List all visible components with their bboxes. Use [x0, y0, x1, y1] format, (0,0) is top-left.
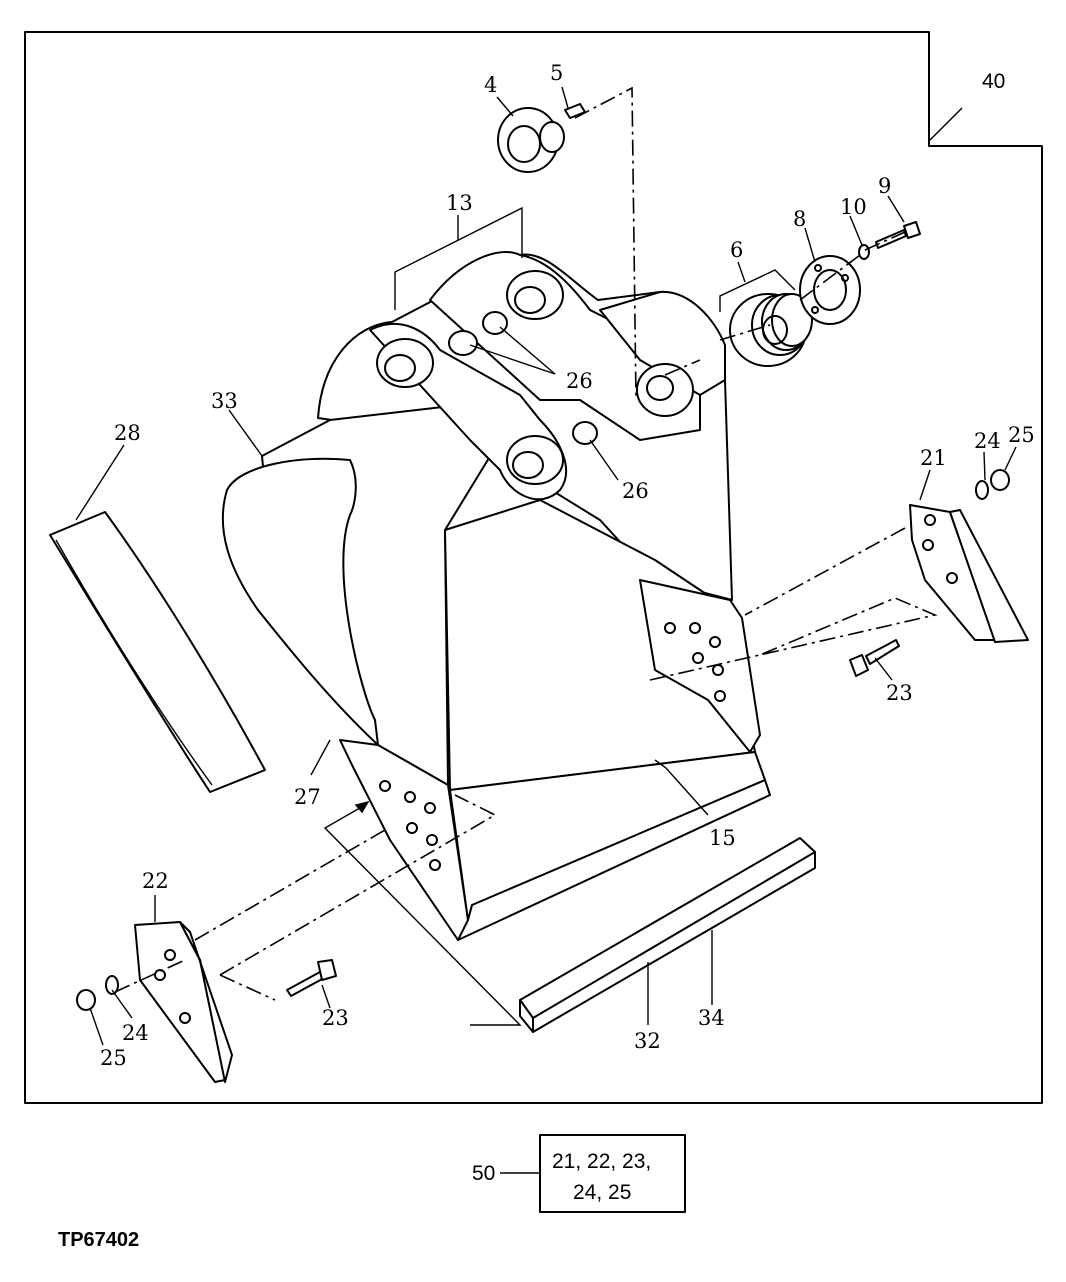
callout-6: 6	[730, 238, 743, 262]
callout-21: 21	[920, 446, 947, 470]
leader-lines	[75, 86, 1017, 1046]
part-34-wear-bar	[519, 837, 816, 1033]
callout-13: 13	[446, 191, 473, 215]
callout-4: 4	[484, 73, 497, 97]
callout-23-left: 23	[322, 1006, 349, 1030]
part-4-cover	[497, 107, 565, 173]
callout-34: 34	[698, 1006, 725, 1030]
frame-notch-leader	[929, 107, 963, 141]
part-22-side-cutter	[134, 921, 233, 1083]
assembly-lines	[114, 86, 938, 1026]
callout-32: 32	[634, 1029, 661, 1053]
part-24-washer-right	[975, 480, 989, 500]
callout-27: 27	[294, 785, 321, 809]
callout-22: 22	[142, 869, 169, 893]
part-28-wear-strip	[49, 511, 266, 793]
callout-8: 8	[793, 207, 806, 231]
callout-25-left: 25	[100, 1046, 127, 1070]
part-23-bolt-right	[849, 639, 900, 677]
callout-10: 10	[840, 195, 867, 219]
part-8-plate	[799, 255, 861, 325]
kit-line-1: 21, 22, 23,	[552, 1150, 651, 1173]
kit-line-2: 24, 25	[573, 1181, 631, 1204]
part-25-nut-right	[990, 469, 1010, 491]
kit-legend: 50 21, 22, 23, 24, 25	[472, 1134, 686, 1213]
callout-25-right: 25	[1008, 423, 1035, 447]
kit-callout-50: 50	[472, 1162, 495, 1185]
callout-23-right: 23	[886, 681, 913, 705]
part-23-bolt-left	[286, 959, 337, 997]
callout-24-right: 24	[974, 429, 1001, 453]
bucket-body	[221, 251, 771, 941]
callout-40: 40	[982, 70, 1005, 93]
part-21-side-cutter	[909, 504, 1029, 643]
callout-9: 9	[878, 174, 891, 198]
part-10-washer	[858, 244, 870, 260]
part-25-nut-left	[76, 989, 96, 1011]
callout-33: 33	[211, 389, 238, 413]
callout-15: 15	[709, 826, 736, 850]
callout-24-left: 24	[122, 1021, 149, 1045]
diagram-frame	[24, 31, 1043, 1104]
kit-box	[539, 1134, 686, 1213]
part-6-shim-pack	[729, 293, 813, 367]
callout-28: 28	[114, 421, 141, 445]
figure-id: TP67402	[58, 1229, 139, 1251]
part-24-washer-left	[105, 975, 119, 995]
callout-26-bottom: 26	[622, 479, 649, 503]
callout-26-top: 26	[566, 369, 593, 393]
callout-5: 5	[550, 61, 563, 85]
